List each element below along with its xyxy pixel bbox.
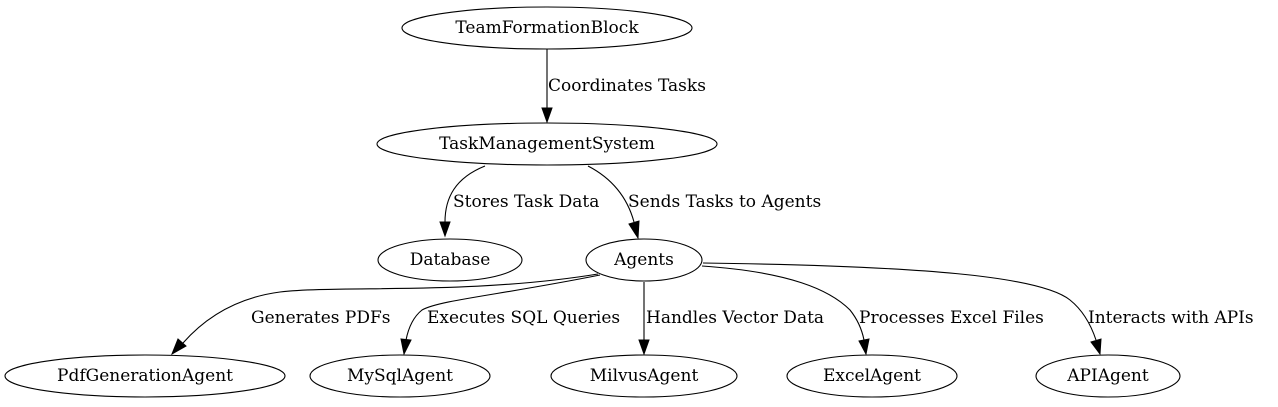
node-excel-agent: ExcelAgent bbox=[786, 354, 958, 398]
node-task-management-system: TaskManagementSystem bbox=[376, 122, 718, 166]
edge-label-coordinates-tasks: Coordinates Tasks bbox=[548, 76, 706, 96]
edge-label-processes-excel-files: Processes Excel Files bbox=[859, 308, 1044, 328]
node-label: Database bbox=[410, 250, 491, 270]
node-mysql-agent: MySqlAgent bbox=[309, 354, 491, 398]
edge-agents-to-mysql bbox=[400, 274, 601, 356]
node-database: Database bbox=[377, 238, 523, 282]
node-label: MilvusAgent bbox=[590, 366, 699, 386]
node-label: MySqlAgent bbox=[347, 366, 453, 386]
node-team-formation-block: TeamFormationBlock bbox=[401, 6, 693, 50]
edge-label-stores-task-data: Stores Task Data bbox=[453, 192, 599, 212]
edge-label-generates-pdfs: Generates PDFs bbox=[251, 308, 391, 328]
edge-label-executes-sql-queries: Executes SQL Queries bbox=[427, 308, 620, 328]
edge-agents-to-excel bbox=[701, 265, 870, 356]
edge-label-handles-vector-data: Handles Vector Data bbox=[646, 308, 824, 328]
node-pdf-generation-agent: PdfGenerationAgent bbox=[4, 354, 286, 398]
node-label: TeamFormationBlock bbox=[455, 18, 639, 38]
edge-tms-to-agents bbox=[587, 165, 640, 240]
node-milvus-agent: MilvusAgent bbox=[550, 354, 738, 398]
edge-label-interacts-with-apis: Interacts with APIs bbox=[1088, 308, 1254, 328]
node-label: APIAgent bbox=[1066, 366, 1149, 386]
edge-label-sends-tasks-to-agents: Sends Tasks to Agents bbox=[628, 192, 821, 212]
edge-agents-to-milvus bbox=[638, 282, 650, 356]
node-label: Agents bbox=[613, 250, 674, 270]
node-label: PdfGenerationAgent bbox=[57, 366, 233, 386]
node-agents: Agents bbox=[585, 238, 703, 282]
node-api-agent: APIAgent bbox=[1035, 354, 1181, 398]
edge-team-to-tms bbox=[541, 48, 553, 124]
node-label: TaskManagementSystem bbox=[439, 134, 655, 154]
node-label: ExcelAgent bbox=[823, 366, 921, 386]
edge-tms-to-database bbox=[439, 165, 486, 238]
edge-agents-to-pdf bbox=[171, 273, 599, 356]
edge-agents-to-api bbox=[702, 262, 1102, 356]
